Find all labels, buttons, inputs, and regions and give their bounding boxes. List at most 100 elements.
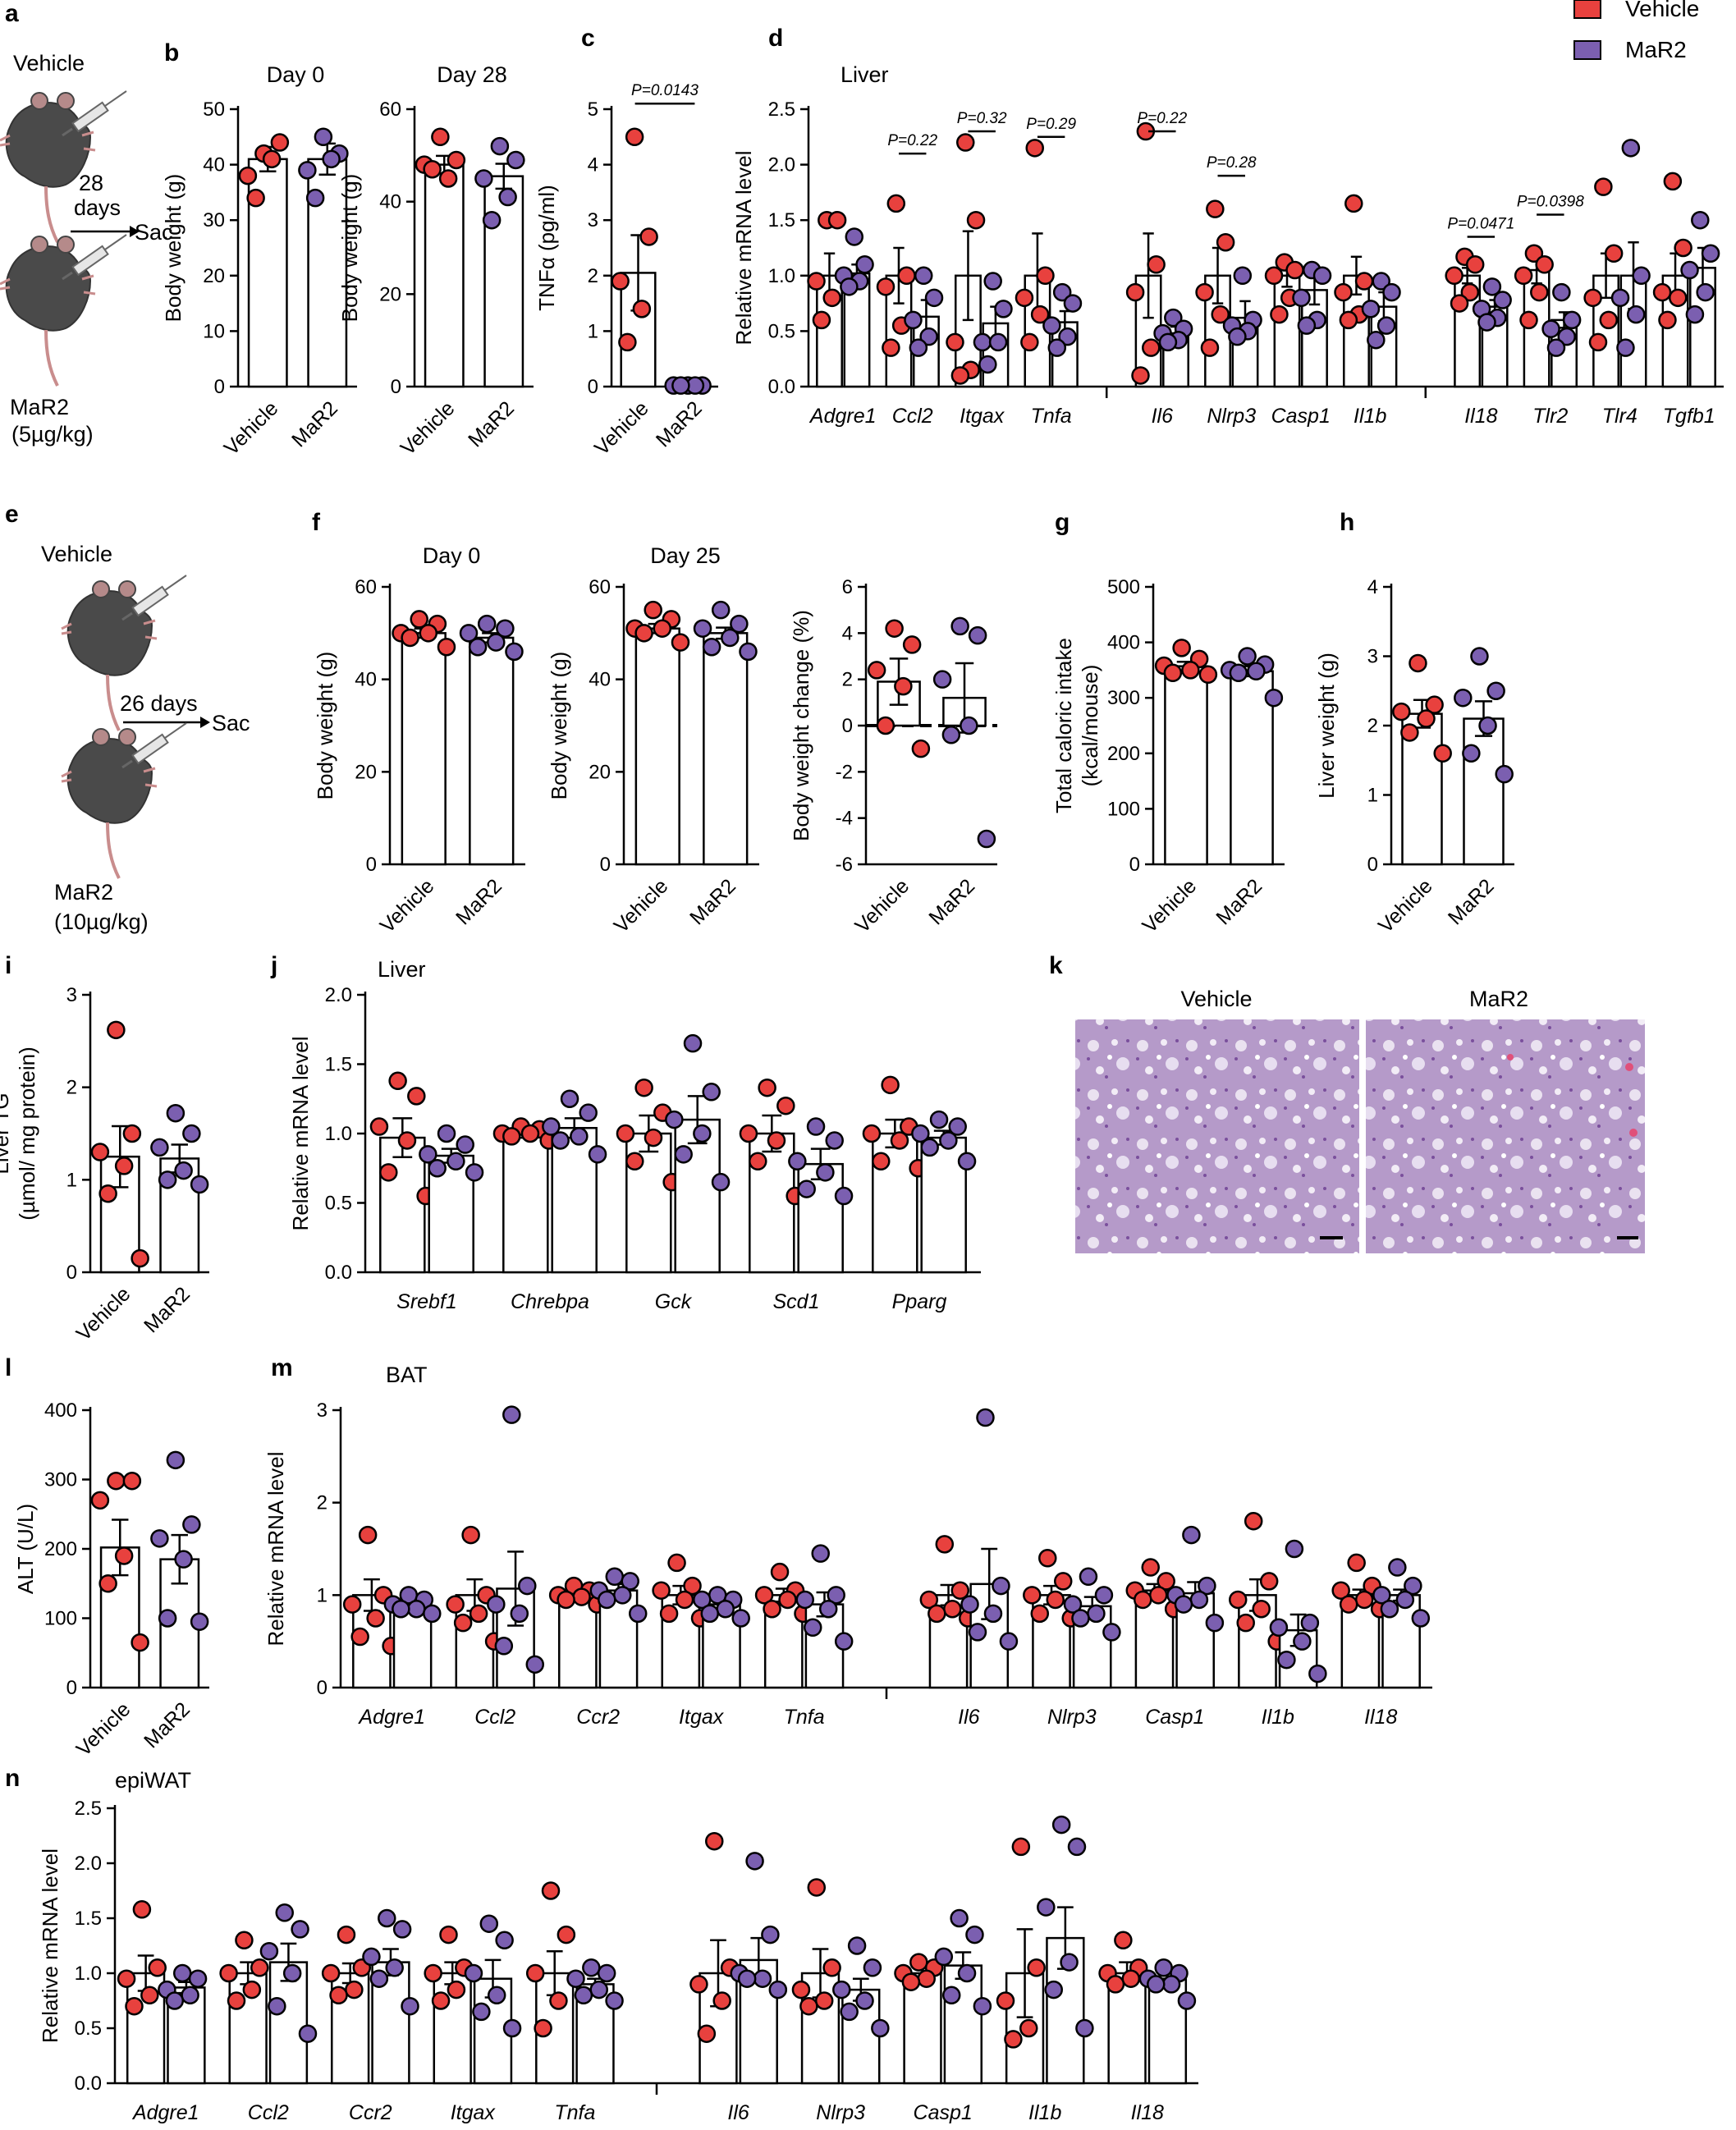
y-tick-label: 300 [44, 1469, 77, 1491]
data-point-mar2 [474, 169, 493, 188]
data-point-mar2 [1238, 647, 1257, 666]
schematic-e-top-label: Vehicle [41, 542, 112, 566]
data-point-mar2 [487, 633, 506, 652]
data-point-vehicle [117, 1969, 136, 1988]
bar-mar2 [268, 1961, 309, 2085]
data-point-vehicle [876, 716, 895, 735]
x-category-label: MaR2 [924, 874, 979, 929]
data-point-mar2 [496, 619, 515, 638]
data-point-mar2 [919, 327, 938, 346]
data-point-vehicle [1133, 1590, 1152, 1610]
data-point-mar2 [1058, 327, 1077, 346]
panel-label-i: i [5, 952, 11, 979]
x-category-label: Vehicle [610, 874, 673, 937]
data-point-mar2 [1482, 277, 1502, 296]
data-point-mar2 [1037, 1898, 1056, 1917]
y-tick-label: 0 [1367, 854, 1378, 876]
data-point-mar2 [1632, 266, 1651, 286]
data-point-vehicle [1524, 244, 1544, 263]
data-point-mar2 [188, 1969, 208, 1988]
x-gene-label: Nlrp3 [1047, 1706, 1097, 1729]
data-point-vehicle [342, 1595, 362, 1614]
data-point-mar2 [671, 376, 690, 395]
p-value-label: P=0.0398 [1517, 193, 1584, 210]
data-point-mar2 [621, 1572, 640, 1591]
x-gene-label: Nlrp3 [1207, 405, 1256, 428]
data-point-mar2 [588, 1145, 607, 1164]
y-axis-label: Relative mRNA level [263, 1452, 288, 1647]
p-value-label: P=0.0471 [1447, 215, 1514, 232]
x-gene-label: Il18 [1464, 405, 1497, 428]
y-tick-label: 50 [203, 98, 225, 121]
data-point-mar2 [190, 1612, 209, 1631]
y-tick-label: 20 [589, 761, 611, 783]
data-point-mar2 [811, 1544, 830, 1563]
y-tick-label: 0 [366, 854, 377, 876]
x-gene-label: Adgre1 [357, 1706, 425, 1729]
data-point-vehicle [407, 1087, 426, 1106]
chart-title: Day 0 [423, 543, 481, 568]
data-point-vehicle [1339, 1595, 1358, 1614]
data-point-mar2 [914, 266, 933, 286]
data-point-mar2 [525, 1655, 545, 1674]
data-point-vehicle [625, 1152, 644, 1171]
data-point-mar2 [693, 1590, 712, 1610]
data-point-mar2 [1376, 316, 1396, 335]
y-tick-label: 1.0 [75, 1963, 102, 1985]
schematic-a: a Vehicle 28 days Sac MaR2 (5µg/kg) [0, 0, 173, 447]
data-point-vehicle [246, 188, 265, 208]
data-point-mar2 [834, 1632, 854, 1651]
data-point-mar2 [494, 1637, 514, 1656]
bar-vehicle [379, 1136, 426, 1274]
data-point-vehicle [807, 1878, 827, 1897]
data-point-vehicle [1030, 305, 1050, 324]
data-point-vehicle [431, 1991, 451, 2010]
data-point-mar2 [1372, 1586, 1391, 1605]
data-point-vehicle [950, 1581, 970, 1600]
data-point-mar2 [994, 300, 1013, 318]
data-point-mar2 [472, 2002, 491, 2022]
data-point-mar2 [605, 1991, 624, 2010]
data-point-mar2 [506, 150, 525, 170]
data-point-vehicle [1264, 266, 1284, 286]
data-point-mar2 [487, 1595, 506, 1614]
data-point-mar2 [158, 1170, 177, 1189]
data-point-vehicle [107, 1020, 126, 1040]
data-point-mar2 [423, 1604, 442, 1624]
data-point-mar2 [1454, 688, 1473, 708]
p-value-label: P=0.28 [1207, 154, 1257, 172]
data-point-vehicle [1036, 266, 1055, 286]
data-point-mar2 [924, 288, 944, 308]
y-tick-label: 4 [1367, 576, 1378, 598]
legend-swatch-vehicle [1573, 0, 1601, 19]
data-point-vehicle [652, 1581, 671, 1600]
data-point-vehicle [946, 332, 964, 352]
data-point-vehicle [369, 1117, 389, 1136]
data-point-vehicle [242, 1980, 262, 1999]
data-point-vehicle [632, 300, 652, 318]
data-point-vehicle [1011, 1837, 1031, 1857]
data-point-mar2 [1292, 288, 1311, 308]
data-point-vehicle [437, 637, 456, 657]
x-gene-label: Il6 [727, 2101, 749, 2124]
data-point-mar2 [385, 1958, 404, 1977]
data-point-mar2 [1094, 1586, 1114, 1605]
data-point-mar2 [1546, 338, 1566, 357]
x-gene-label: Itgax [451, 2101, 497, 2124]
y-axis-label: Liver weight (g) [1314, 653, 1339, 799]
y-tick-label: 0 [317, 1677, 328, 1699]
data-point-mar2 [711, 1172, 731, 1192]
data-point-mar2 [1486, 681, 1505, 700]
data-point-vehicle [1244, 1511, 1263, 1531]
data-point-vehicle [901, 1972, 921, 1991]
data-point-vehicle [1259, 1572, 1279, 1591]
data-point-mar2 [502, 2018, 522, 2038]
data-point-vehicle [549, 1991, 568, 2010]
y-axis-label: Body weight change (%) [789, 610, 813, 841]
y-tick-label: 60 [355, 576, 377, 598]
data-point-vehicle [1020, 332, 1039, 352]
